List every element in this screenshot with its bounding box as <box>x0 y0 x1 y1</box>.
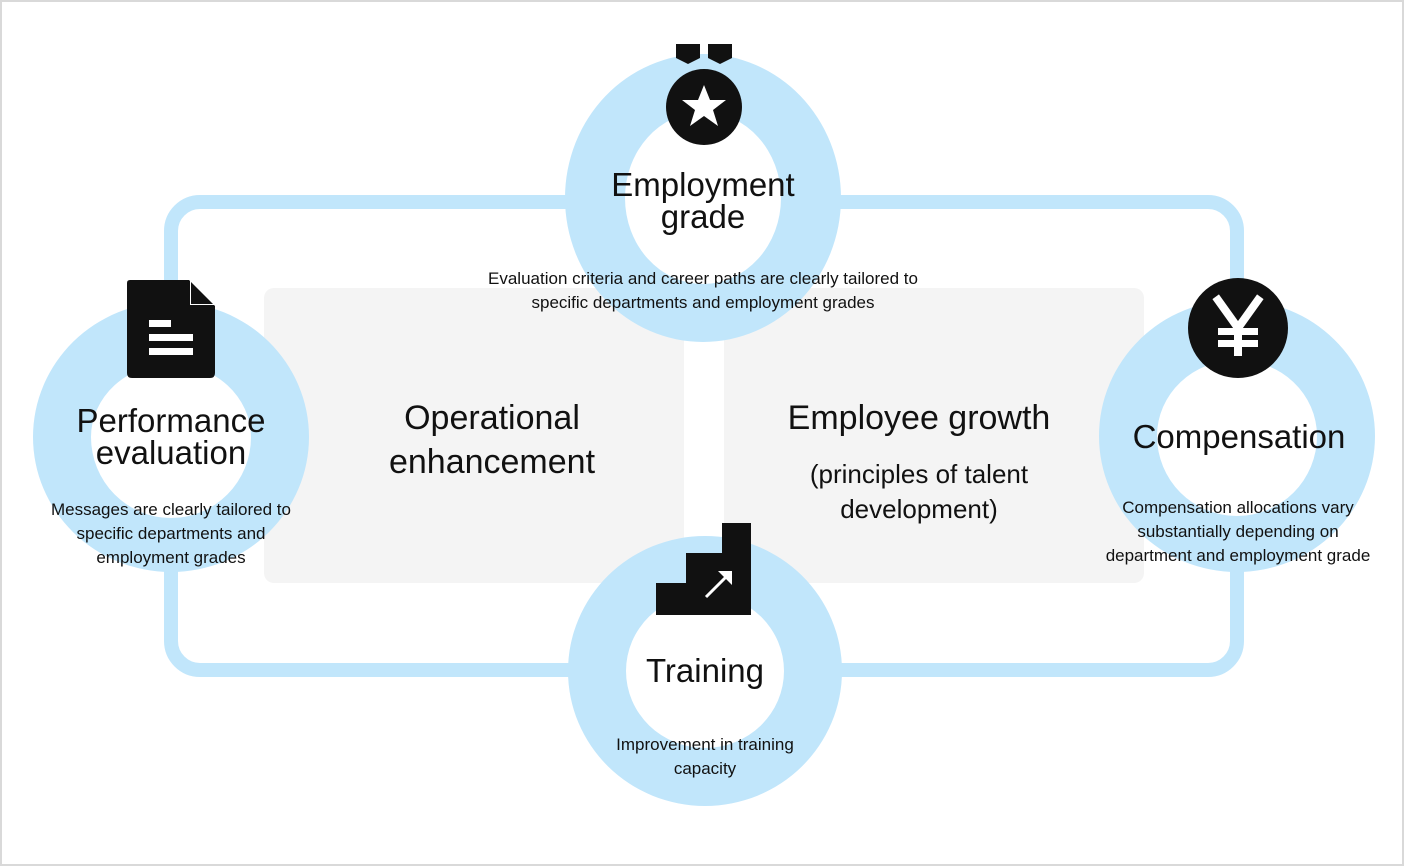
center-right-subtitle: (principles of talent development) <box>809 459 1029 524</box>
title-training: Training <box>646 652 764 689</box>
document-icon <box>127 280 217 378</box>
desc-compensation: Compensation allocations vary substantia… <box>1105 498 1371 565</box>
yen-coin-icon <box>1188 278 1288 378</box>
title-employment-grade: Employment grade <box>611 166 795 235</box>
center-left-title: Operational enhancement <box>388 399 596 481</box>
stairs-arrow-icon <box>656 523 751 615</box>
panel-operational-enhancement <box>264 288 684 583</box>
medal-star-icon <box>666 44 742 145</box>
title-performance-evaluation: Performance evaluation <box>76 402 266 471</box>
center-right-title: Employee growth <box>787 399 1051 437</box>
title-compensation: Compensation <box>1132 418 1346 455</box>
desc-training: Improvement in training capacity <box>616 735 794 778</box>
desc-employment-grade: Evaluation criteria and career paths are… <box>488 269 918 312</box>
desc-performance-evaluation: Messages are clearly tailored to specifi… <box>50 500 291 567</box>
panel-employee-growth <box>724 288 1144 583</box>
